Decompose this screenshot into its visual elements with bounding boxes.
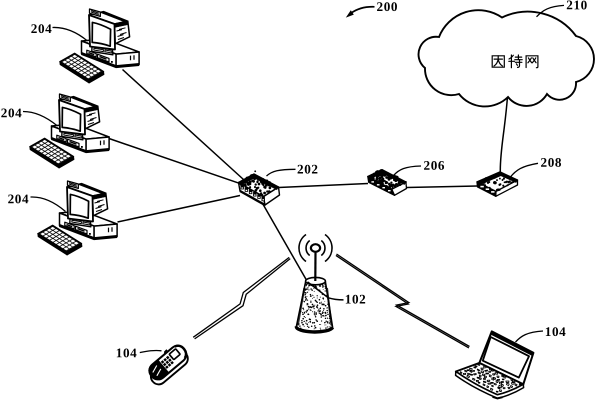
svg-text:104: 104 (116, 345, 138, 360)
svg-text:210: 210 (566, 0, 588, 12)
svg-text:204: 204 (1, 105, 23, 120)
svg-text:102: 102 (345, 292, 367, 307)
svg-text:208: 208 (540, 155, 562, 170)
svg-text:200: 200 (376, 0, 398, 14)
svg-text:104: 104 (545, 324, 567, 339)
svg-text:206: 206 (423, 158, 445, 173)
svg-text:202: 202 (297, 162, 319, 177)
svg-text:204: 204 (8, 191, 30, 206)
svg-text:204: 204 (31, 21, 53, 36)
